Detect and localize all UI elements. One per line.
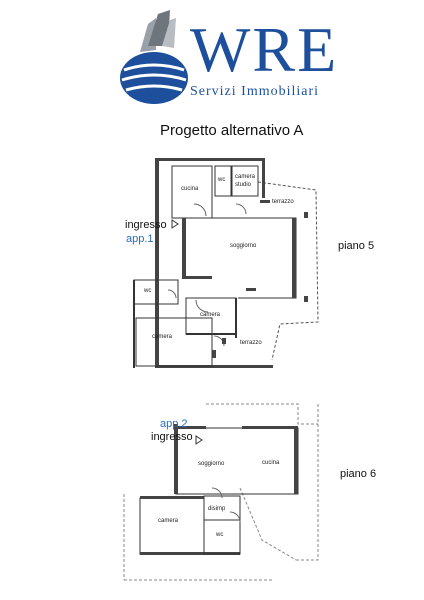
- room-camera-mid-f5: camera: [200, 312, 221, 318]
- room-soggiorno-f6: soggiorno: [198, 461, 225, 467]
- apt-label-f5: app.1: [126, 233, 154, 245]
- brand-tagline: Servizi Immobiliari: [190, 84, 320, 99]
- wre-logo-icon: [120, 10, 188, 104]
- room-studio-f5: studio: [235, 182, 252, 188]
- room-wc-left-f5: wc: [143, 288, 151, 294]
- room-camera-studio-f5: camera: [235, 174, 256, 180]
- piano-label-f6: piano 6: [340, 468, 376, 480]
- room-cucina-f5: cucina: [181, 186, 199, 192]
- room-wc-top-f5: wc: [217, 177, 225, 183]
- room-camera-f6: camera: [158, 518, 179, 524]
- piano-label-f5: piano 5: [338, 240, 374, 252]
- page-title: Progetto alternativo A: [160, 122, 304, 139]
- room-wc-f6: wc: [215, 532, 223, 538]
- room-camera-left-f5: camera: [152, 334, 173, 340]
- room-cucina-f6: cucina: [262, 460, 280, 466]
- room-terrazzo-bottom-f5: terrazzo: [240, 340, 262, 346]
- room-disimp-f6: disimp: [208, 506, 226, 512]
- apt-label-f6: app.2: [160, 418, 188, 430]
- entrance-label-f5: ingresso: [125, 219, 167, 231]
- brand-name: WRE: [190, 14, 339, 85]
- room-soggiorno-f5: soggiorno: [230, 243, 257, 249]
- entrance-label-f6: ingresso: [151, 431, 193, 443]
- room-terrazzo-top-f5: terrazzo: [272, 199, 294, 205]
